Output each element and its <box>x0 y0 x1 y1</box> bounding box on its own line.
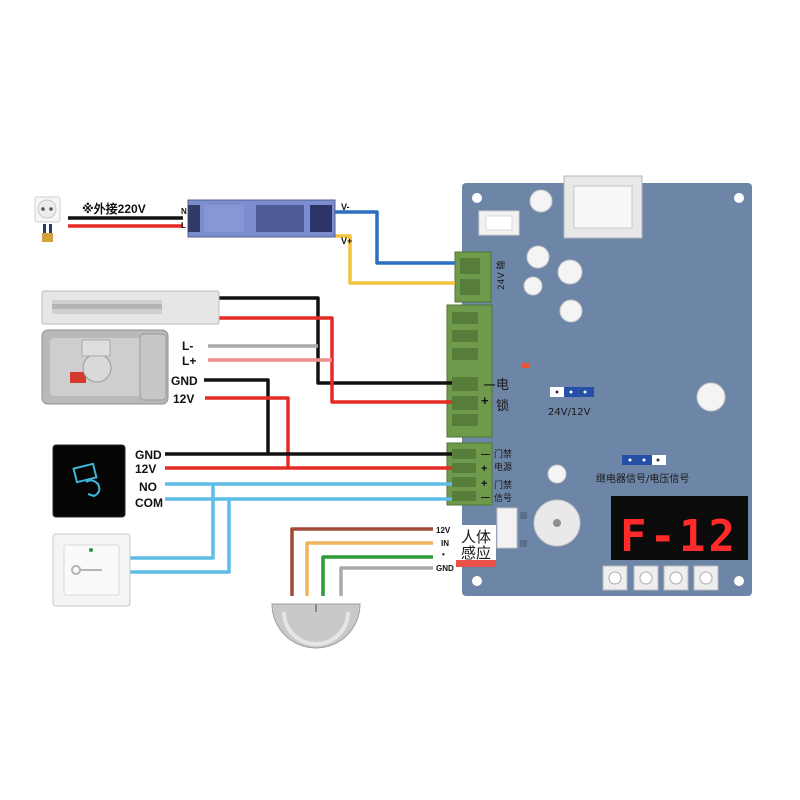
wire-lock-12v <box>205 396 290 468</box>
lock-12v-label: 12V <box>173 392 194 406</box>
gate-signal-label-2: 信号 <box>494 492 512 504</box>
board-buttons <box>602 565 719 591</box>
psu-in-l: L <box>181 221 186 230</box>
input-label: 24V 输 <box>495 261 507 290</box>
mount-hole <box>472 576 482 586</box>
gate-signal-plus: + <box>481 478 487 490</box>
reader-no-label: NO <box>139 480 157 494</box>
terminal-block-lower: — + + — <box>446 442 493 506</box>
jumper-signal <box>622 455 666 465</box>
power-socket-icon <box>34 196 61 242</box>
terminal-block-upper: — + <box>446 304 495 438</box>
psu-out-minus: V- <box>341 202 350 212</box>
buzzer-icon <box>533 499 581 547</box>
terminal-input: 24V 输 <box>454 251 507 303</box>
wire-exit-2 <box>128 499 231 574</box>
gate-power-label-1: 门禁 <box>494 448 512 460</box>
control-board: 24V/12V 继电器信号/电压信号 F-12 <box>446 175 752 596</box>
card-reader-icon <box>52 444 126 518</box>
lock-label-2: 锁 <box>496 398 509 414</box>
board-button-3[interactable] <box>663 565 689 591</box>
wire-psu-plus <box>335 234 455 285</box>
gate-power-plus: + <box>481 463 487 475</box>
reader-gnd-label: GND <box>135 448 162 462</box>
reader-com-label: COM <box>135 496 163 510</box>
electric-lock-icon <box>41 329 169 405</box>
power-supply-icon <box>187 199 336 238</box>
lock-lplus-label: L+ <box>182 354 196 368</box>
board-button-4[interactable] <box>693 565 719 591</box>
smd-component <box>522 363 530 368</box>
psu-out-plus: V+ <box>341 236 352 246</box>
lock-plus-label: + <box>481 393 489 408</box>
gate-power-minus: — <box>481 449 490 459</box>
magnetic-lock-icon <box>41 290 220 325</box>
wire-psu-minus <box>335 210 455 265</box>
jumper-voltage-label: 24V/12V <box>548 407 591 418</box>
segment-display: F-12 <box>611 496 748 562</box>
lock-lminus-label: L- <box>182 339 193 353</box>
wire-sensor-in <box>305 541 433 596</box>
exit-button-icon <box>52 533 131 607</box>
jumper-signal-label: 继电器信号/电压信号 <box>596 472 689 485</box>
wires <box>68 210 455 596</box>
sensor-12v-label: 12V <box>436 526 451 535</box>
board-button-2[interactable] <box>633 565 659 591</box>
sensor-label-1: 人体 <box>461 528 491 546</box>
mains-note: ※外接220V <box>82 201 146 216</box>
gate-power-label-2: 电源 <box>494 461 512 473</box>
jumper-voltage <box>550 387 594 397</box>
gate-signal-minus: — <box>481 492 490 502</box>
mount-hole <box>734 576 744 586</box>
lock-label-1: 电 <box>496 378 509 393</box>
sensor-label-2: 感应 <box>461 544 491 562</box>
lock-minus-label: — <box>484 379 495 391</box>
lock-gnd-label: GND <box>171 374 198 388</box>
gate-signal-label-1: 门禁 <box>494 479 512 491</box>
motion-sensor-icon <box>271 603 361 649</box>
wire-sensor-dot <box>321 555 433 596</box>
sensor-connector: 人体 感应 <box>456 507 518 567</box>
psu-in-n: N <box>181 207 187 216</box>
sensor-gnd-label: GND <box>436 564 454 573</box>
wire-exit-1 <box>128 484 215 560</box>
reader-12v-label: 12V <box>135 462 156 476</box>
display-readout: F-12 <box>620 511 738 562</box>
sensor-in-label: IN <box>441 539 449 548</box>
wire-lock-gnd <box>204 378 270 454</box>
board-button-1[interactable] <box>602 565 628 591</box>
wire-sensor-gnd <box>339 566 433 596</box>
network-jack-opening <box>573 185 633 229</box>
capacitors <box>523 189 726 484</box>
wire-sensor-12v <box>290 527 433 596</box>
sensor-dot-label: • <box>442 550 445 559</box>
mount-hole <box>472 193 482 203</box>
mount-hole <box>734 193 744 203</box>
wire-maglock-black <box>219 296 452 385</box>
